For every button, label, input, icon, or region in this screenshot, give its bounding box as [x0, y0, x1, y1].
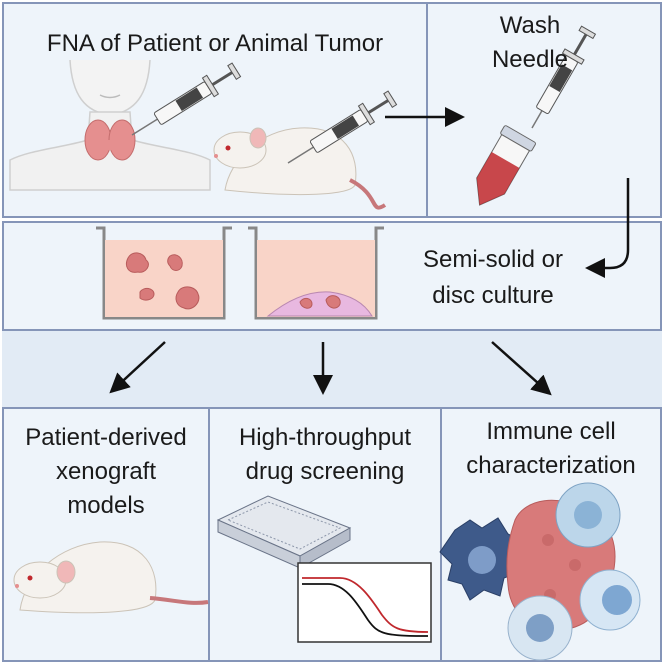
curve-red [302, 577, 429, 633]
curve-black [302, 583, 429, 637]
pdx-panel [2, 407, 210, 662]
hts-label-line2: drug screening [245, 458, 405, 485]
hts-label-line1: High-throughput [238, 424, 412, 451]
dose-response-chart-icon [297, 562, 432, 643]
syringe-icon [131, 62, 242, 136]
conical-tube-icon [476, 125, 536, 206]
well-plate-icon [216, 495, 352, 569]
culture-well-icon [248, 226, 384, 320]
fna-label: FNA of Patient or Animal Tumor [46, 30, 384, 57]
pdx-label-line3: models [67, 492, 145, 519]
pdx-label-line2: xenograft [55, 458, 157, 485]
culture-label-line2: disc culture [432, 282, 554, 309]
arrow-to-immune [491, 341, 552, 396]
human-neck-icon [9, 59, 211, 191]
wash-label-line2: Needle [491, 46, 569, 73]
wash-label-line1: Wash [499, 12, 561, 39]
immune-label-line2: characterization [466, 452, 636, 479]
pdx-label-line1: Patient-derived [25, 424, 187, 451]
syringe-icon [287, 90, 398, 164]
immune-cell-icon [507, 595, 573, 661]
arrow-to-culture [585, 178, 630, 278]
immune-label-line1: Immune cell [486, 418, 616, 445]
mouse-icon [213, 127, 387, 210]
immune-cell-icon [579, 569, 641, 631]
mouse-icon [13, 541, 209, 614]
immune-cell-icon [555, 482, 621, 548]
immune-cell-icon [439, 517, 521, 601]
culture-well-icon [96, 226, 232, 320]
syringe-icon [531, 25, 597, 129]
thyroid-icon [84, 119, 136, 161]
culture-label-line1: Semi-solid or [422, 246, 564, 273]
arrow-to-pdx [109, 341, 166, 394]
